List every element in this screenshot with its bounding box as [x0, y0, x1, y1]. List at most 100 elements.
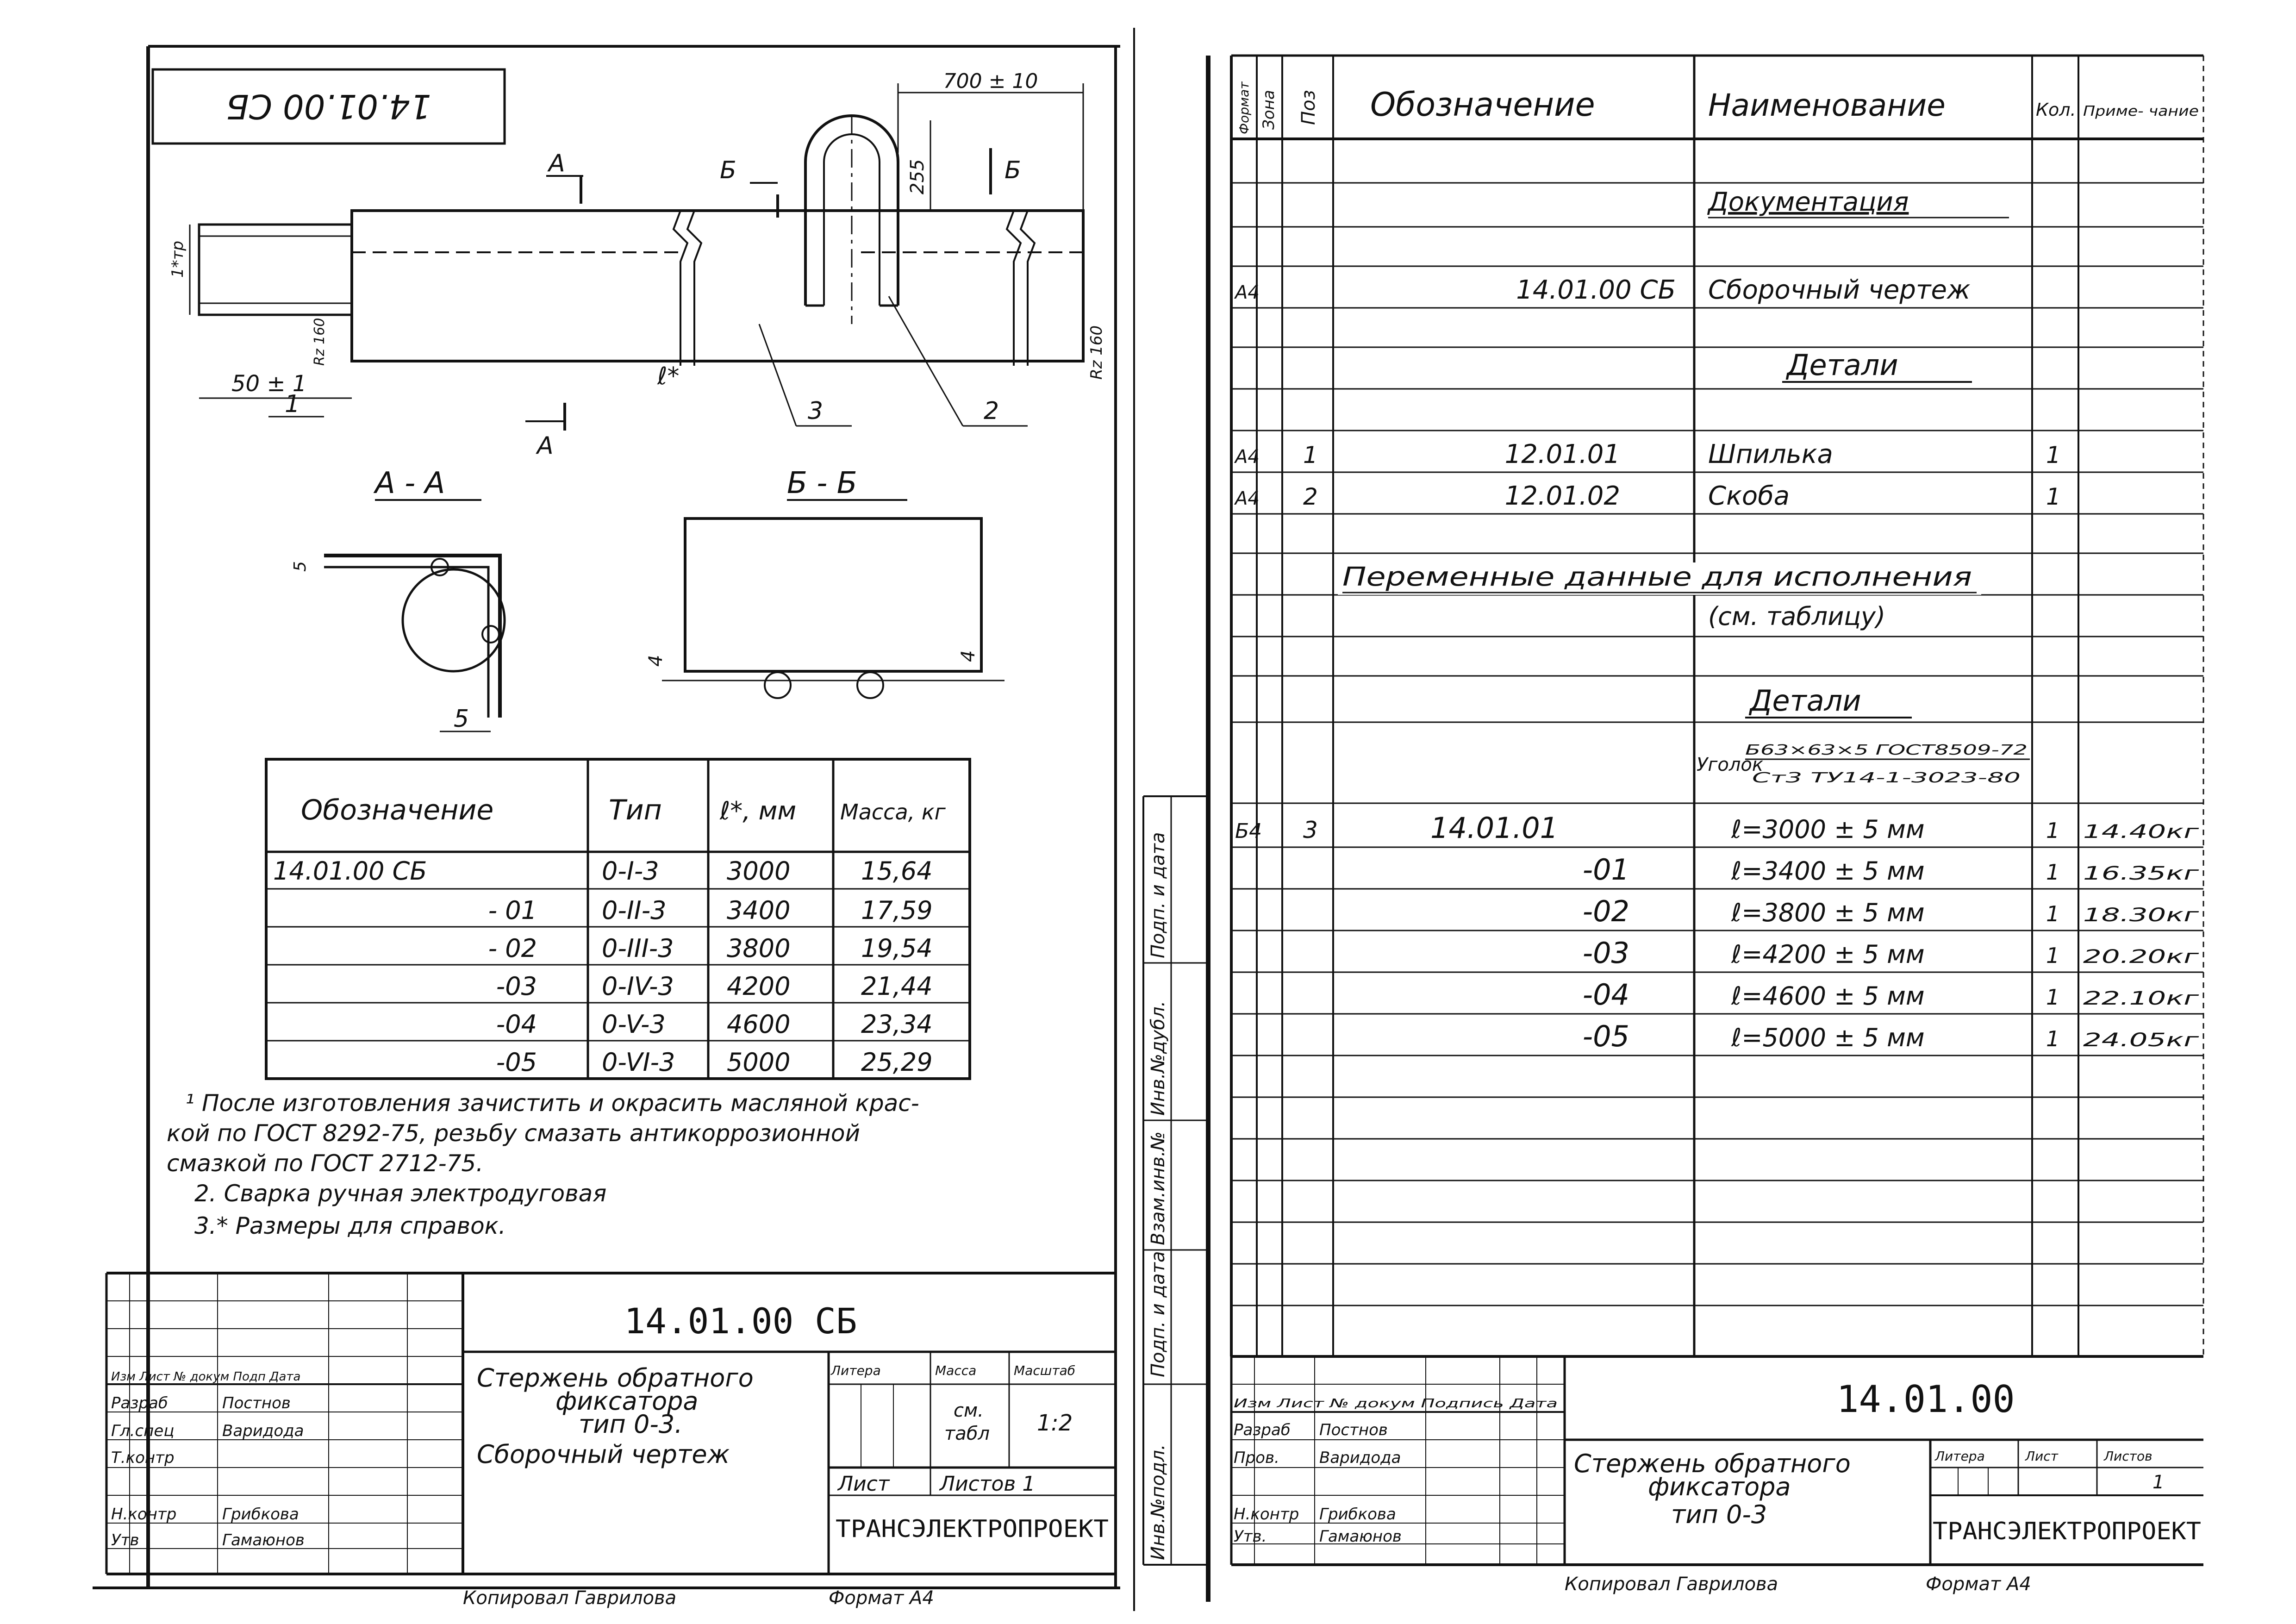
lt-listov: Листов 1: [939, 1472, 1035, 1496]
vt-cell-mass: 25,29: [861, 1048, 933, 1077]
spec-cell-note: 20.20кг: [2083, 946, 2200, 968]
vt-cell-mass: 17,59: [861, 896, 933, 925]
lt-utv: Утв: [111, 1531, 139, 1549]
spec-detail-row: -01 ℓ=3400 ± 5 мм 1 16.35кг: [1583, 853, 2200, 887]
stamp-inv-dubl: Инв.№дубл.: [1148, 1001, 1169, 1116]
vt-cell-mass: 19,54: [861, 934, 933, 963]
rt-utv-name: Гамаюнов: [1319, 1527, 1402, 1546]
rt-footer-copied: Копировал Гаврилова: [1565, 1574, 1778, 1595]
spec-row: А4 14.01.00 СБ Сборочный чертеж: [1234, 275, 1970, 305]
rt-utv: Утв.: [1234, 1527, 1267, 1546]
spec-cell-name: ℓ=5000 ± 5 мм: [1731, 1023, 1925, 1052]
variant-table: Обозначение Тип ℓ*, мм Масса, кг 14.01.0…: [265, 758, 971, 1080]
spec-cell-designation: -02: [1583, 894, 1629, 928]
rt-nkontr: Н.контр: [1234, 1505, 1299, 1524]
vt-header-type: Тип: [609, 794, 662, 826]
vt-cell-length: 5000: [727, 1048, 790, 1077]
vt-row: -03 0-IV-3 4200 21,44: [496, 972, 933, 1001]
spec-row: А4 1 12.01.01 Шпилька 1: [1234, 439, 2061, 469]
stamp-vzam: Взам.инв.№: [1148, 1131, 1169, 1245]
right-sheet: Инв.№подл. Подп. и дата Взам.инв.№ Инв.№…: [1133, 28, 2204, 1611]
callout-1: 1: [285, 390, 300, 418]
spec-variable-sub: (см. таблицу): [1708, 602, 1885, 631]
vt-header-length: ℓ*, мм: [719, 796, 796, 825]
spec-ugolok-tu: Ст3 ТУ14-1-3023-80: [1752, 770, 2021, 786]
spec-cell-qty: 1: [2046, 818, 2059, 843]
vt-cell-designation: - 02: [488, 934, 537, 963]
spec-header-designation: Обозначение: [1370, 86, 1595, 124]
spec-cell-pos: 1: [1303, 442, 1318, 468]
vt-cell-mass: 15,64: [861, 856, 933, 886]
spec-cell-pos: 2: [1303, 483, 1318, 510]
lt-nkontr: Н.контр: [111, 1505, 176, 1524]
spec-cell-name: ℓ=3000 ± 5 мм: [1731, 815, 1925, 844]
notes: ¹ После изготовления зачистить и окрасит…: [167, 1090, 919, 1239]
lt-rev-header: Изм Лист № докум Подп Дата: [111, 1370, 301, 1384]
rt-col-list: Лист: [2025, 1449, 2059, 1464]
spec-cell-pos: 3: [1303, 817, 1318, 843]
vt-cell-type: 0-IV-3: [602, 972, 674, 1001]
spec-cell-name: ℓ=3400 ± 5 мм: [1731, 856, 1925, 886]
spec-cell-designation: 12.01.01: [1505, 439, 1620, 469]
spec-cell-qty: 1: [2046, 483, 2061, 510]
callout-3: 3: [808, 397, 823, 425]
spec-row: Документация: [1707, 187, 2009, 219]
spec-detail-row: -05 ℓ=5000 ± 5 мм 1 24.05кг: [1583, 1019, 2200, 1053]
lt-name-2: фиксатора: [555, 1387, 699, 1416]
rz-a: Rz 160: [312, 318, 328, 366]
spec-cell-qty: 1: [2046, 1026, 2059, 1051]
spec-cell-name: Шпилька: [1708, 439, 1833, 469]
right-title-block: Изм Лист № докум Подпись Дата Разраб Пос…: [1230, 1356, 2203, 1595]
rt-prov: Пров.: [1234, 1449, 1279, 1467]
spec-section-details-2: Детали: [1748, 684, 1861, 718]
vt-cell-type: 0-II-3: [602, 896, 667, 925]
spec-detail-row: -04 ℓ=4600 ± 5 мм 1 22.10кг: [1583, 978, 2200, 1012]
lt-col-litera: Литера: [830, 1363, 881, 1378]
section-aa-title: А - А: [373, 466, 445, 500]
marker-a1: А: [547, 150, 565, 177]
spec-cell-note: 24.05кг: [2083, 1030, 2200, 1051]
spec-row: Детали: [1782, 348, 1972, 383]
vt-row: - 02 0-III-3 3800 19,54: [488, 934, 933, 963]
vt-cell-type: 0-VI-3: [602, 1048, 675, 1077]
lt-footer-copied: Копировал Гаврилова: [463, 1587, 676, 1609]
side-stamp: Инв.№подл. Подп. и дата Взам.инв.№ Инв.№…: [1142, 795, 1208, 1566]
spec-cell-name: Сборочный чертеж: [1708, 275, 1970, 305]
vt-header-designation: Обозначение: [301, 794, 493, 826]
bb-dim-left: 4: [645, 655, 667, 667]
stamp-inv-podl: Инв.№подл.: [1148, 1444, 1169, 1560]
spec-ugolok-gost: Б63×63×5 ГОСТ8509-72: [1745, 742, 2028, 758]
spec-row: А4 2 12.01.02 Скоба 1: [1234, 481, 2061, 511]
spec-cell-designation: -03: [1583, 936, 1629, 970]
marker-b1: Б: [720, 156, 736, 184]
spec-cell-qty: 1: [2046, 901, 2059, 926]
note-line: 2. Сварка ручная электродуговая: [194, 1180, 606, 1207]
spec-cell-name: ℓ=4200 ± 5 мм: [1731, 940, 1925, 969]
spec-cell-designation: -05: [1583, 1019, 1629, 1053]
spec-cell-name: Скоба: [1708, 481, 1790, 511]
note-line: 3.* Размеры для справок.: [194, 1212, 506, 1239]
spec-cell-format: А4: [1234, 446, 1260, 468]
lt-prov: Гл.спец: [111, 1422, 174, 1440]
vt-row: -04 0-V-3 4600 23,34: [496, 1010, 933, 1039]
spec-cell-name: ℓ=4600 ± 5 мм: [1731, 981, 1925, 1011]
spec-cell-note: 18.30кг: [2083, 905, 2200, 926]
dim-50: 50 ± 1: [231, 371, 306, 397]
dim-thread: 1*тр: [168, 241, 187, 278]
vt-cell-designation: -03: [496, 972, 537, 1001]
marker-b2: Б: [1004, 156, 1021, 184]
vt-cell-length: 3000: [727, 856, 790, 886]
vt-cell-mass: 23,34: [861, 1010, 933, 1039]
spec-table: Формат Зона Поз Обозначение Наименование…: [1230, 56, 2204, 1358]
spec-section-documentation: Документация: [1707, 187, 1909, 217]
lt-razrab-name: Постнов: [222, 1394, 291, 1412]
vt-cell-designation: -04: [496, 1010, 537, 1039]
dim-l: ℓ*: [657, 362, 679, 390]
rt-name-2: фиксатора: [1648, 1472, 1791, 1501]
spec-section-details: Детали: [1785, 348, 1898, 382]
spec-variable-title: Переменные данные для исполнения: [1342, 562, 1972, 592]
lt-footer-format: Формат А4: [829, 1587, 934, 1609]
vt-cell-type: 0-I-3: [602, 856, 659, 886]
spec-ugolok: Уголок: [1697, 754, 1763, 775]
lt-name-3: тип 0-3.: [579, 1410, 682, 1439]
